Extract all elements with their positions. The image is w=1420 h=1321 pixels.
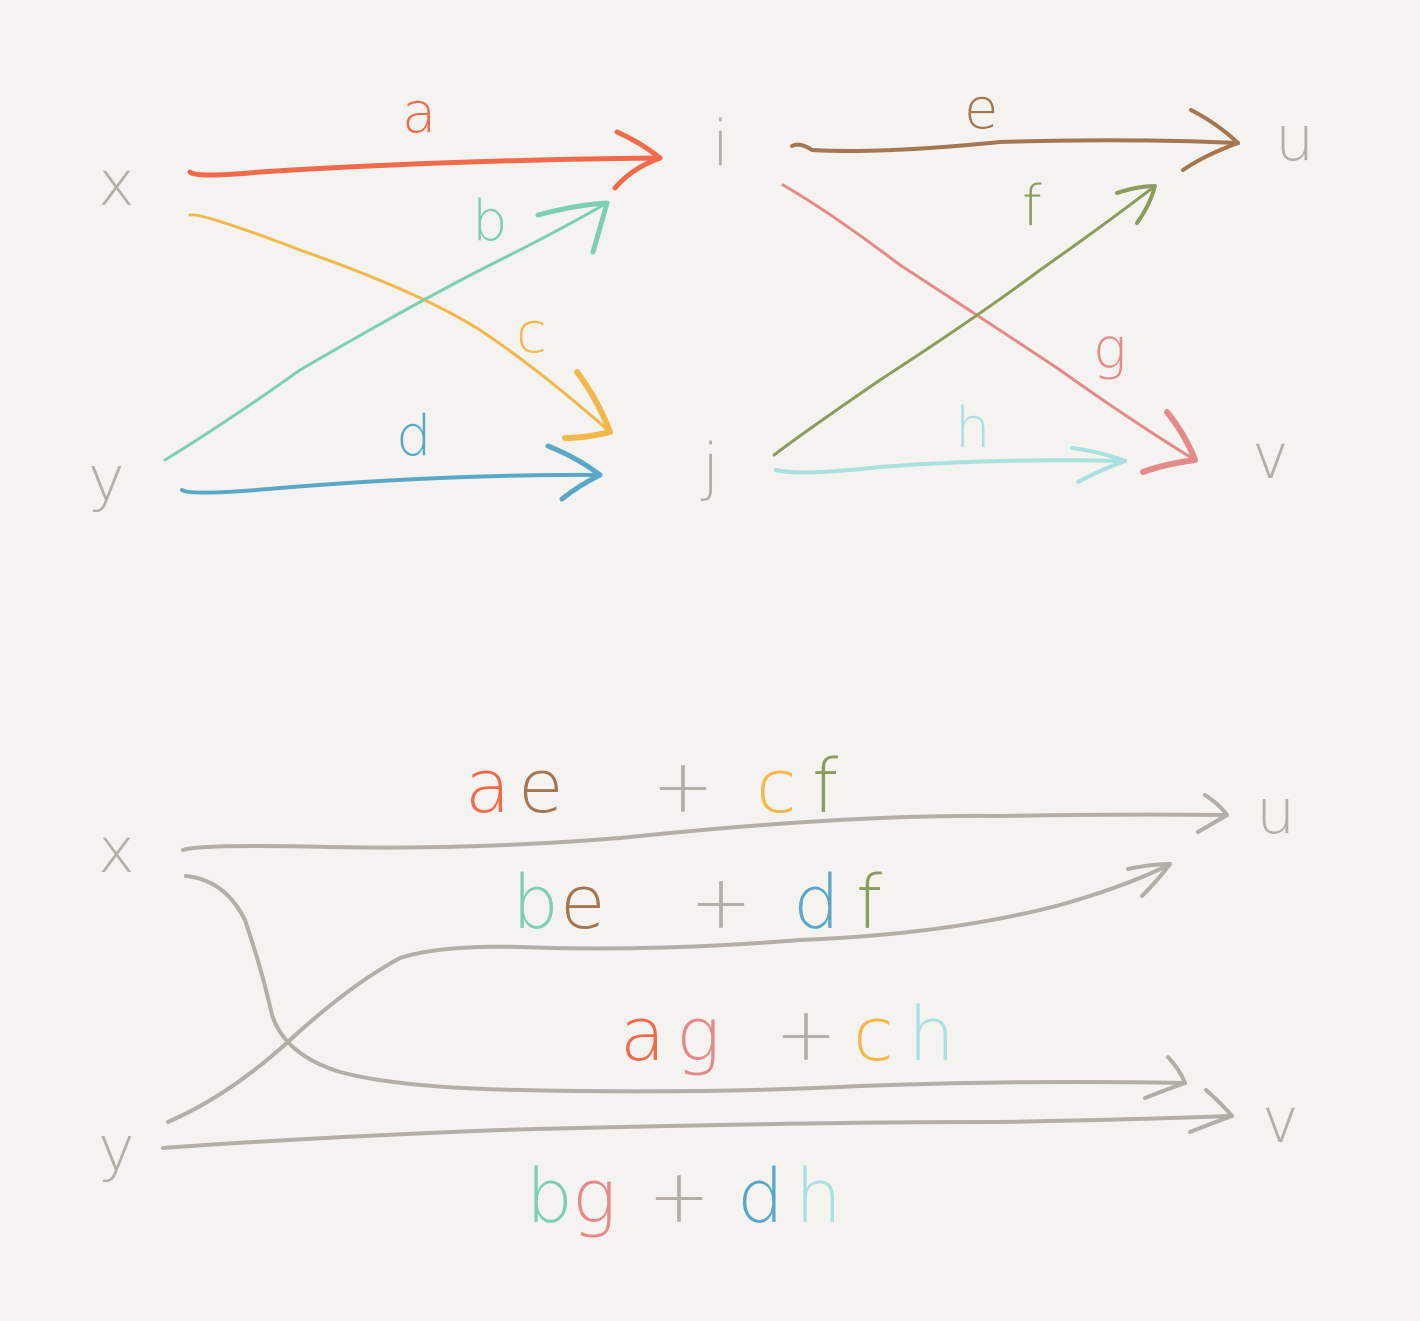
path-xv-line [184,874,1187,1094]
edge-e-label: e [964,77,998,142]
bottom-graph: a e + c f b e + d f a g + c h b g + d [98,744,1299,1240]
edge-d: d [180,404,603,502]
edge-e-line [790,138,1240,153]
top-node-j: j [700,430,719,503]
edge-g: g [781,183,1198,475]
top-node-y: y [88,442,125,515]
sum-yv-term1-b: b [526,1154,573,1240]
sum-yv-term1-g: g [572,1154,616,1240]
edge-g-arrowhead [1140,409,1198,475]
top-node-i: i [712,107,729,180]
edge-h-label: h [955,396,991,461]
sum-yu-term1-e: e [560,860,606,946]
sum-yu-plus: + [690,860,752,946]
sum-yv-plus: + [648,1154,710,1240]
sum-yv: b g + d h [526,1154,842,1240]
sum-yu-term2-f: f [856,860,882,946]
edge-a-line [187,155,663,178]
sum-xv-term1-a: a [620,992,665,1078]
edge-h: h [774,396,1127,484]
edge-d-arrowhead [545,443,603,502]
path-yv-arrowhead [1188,1088,1234,1134]
edge-g-line [781,183,1197,462]
sum-xu-term1-a: a [465,744,510,830]
sum-xu-term2-f: f [812,744,838,830]
edge-g-label: g [1093,317,1127,382]
top-graph: a c b d e g [88,77,1314,515]
edge-b-arrowhead [535,200,610,255]
sum-xu-term1-e: e [518,744,564,830]
edge-b-line [163,201,609,462]
edge-c: c [188,213,613,441]
edge-d-line [180,472,602,495]
path-xu-line [181,812,1229,852]
edge-b-label: b [472,189,508,254]
edge-a-label: a [402,81,436,146]
sum-yv-term2-d: d [737,1154,784,1240]
edge-b: b [163,189,610,462]
top-node-v: v [1252,420,1289,493]
edge-e: e [790,77,1240,172]
edge-d-label: d [396,404,432,469]
sum-yu-term2-d: d [793,860,840,946]
edge-a: a [187,81,663,191]
path-xv-arrowhead [1143,1055,1187,1100]
sum-yu-term1-b: b [512,860,559,946]
edge-h-line [774,458,1127,475]
top-node-x: x [98,147,135,220]
bottom-node-y: y [98,1112,135,1185]
sum-xv-plus: + [775,992,837,1078]
edge-f-arrowhead [1115,184,1157,225]
path-xu-arrowhead [1196,793,1229,834]
edge-e-arrowhead [1181,108,1240,172]
bottom-node-u: u [1256,775,1295,848]
edge-h-arrowhead [1070,446,1127,484]
path-yu-arrowhead [1126,862,1172,898]
bottom-node-x: x [98,814,135,887]
sum-xu-term2-c: c [756,744,797,830]
top-node-u: u [1275,102,1314,175]
sum-xv-term2-c: c [853,992,894,1078]
edge-c-label: c [516,301,547,366]
edge-c-arrowhead [562,369,613,441]
sum-xv: a g + c h [620,992,955,1078]
sum-yu: b e + d f [512,860,882,946]
sum-xv-term1-g: g [676,992,720,1078]
path-yv-line [161,1114,1234,1150]
edge-a-arrowhead [612,129,663,191]
sum-xu-plus: + [652,744,714,830]
sum-xu: a e + c f [465,744,838,830]
sum-yv-term2-h: h [795,1154,842,1240]
bottom-node-v: v [1262,1084,1299,1157]
edge-c-line [188,213,612,434]
edge-f: f [772,174,1157,457]
edge-f-line [772,184,1157,457]
path-yu-line [166,862,1172,1124]
edge-f-label: f [1022,174,1042,239]
sum-xv-term2-h: h [908,992,955,1078]
